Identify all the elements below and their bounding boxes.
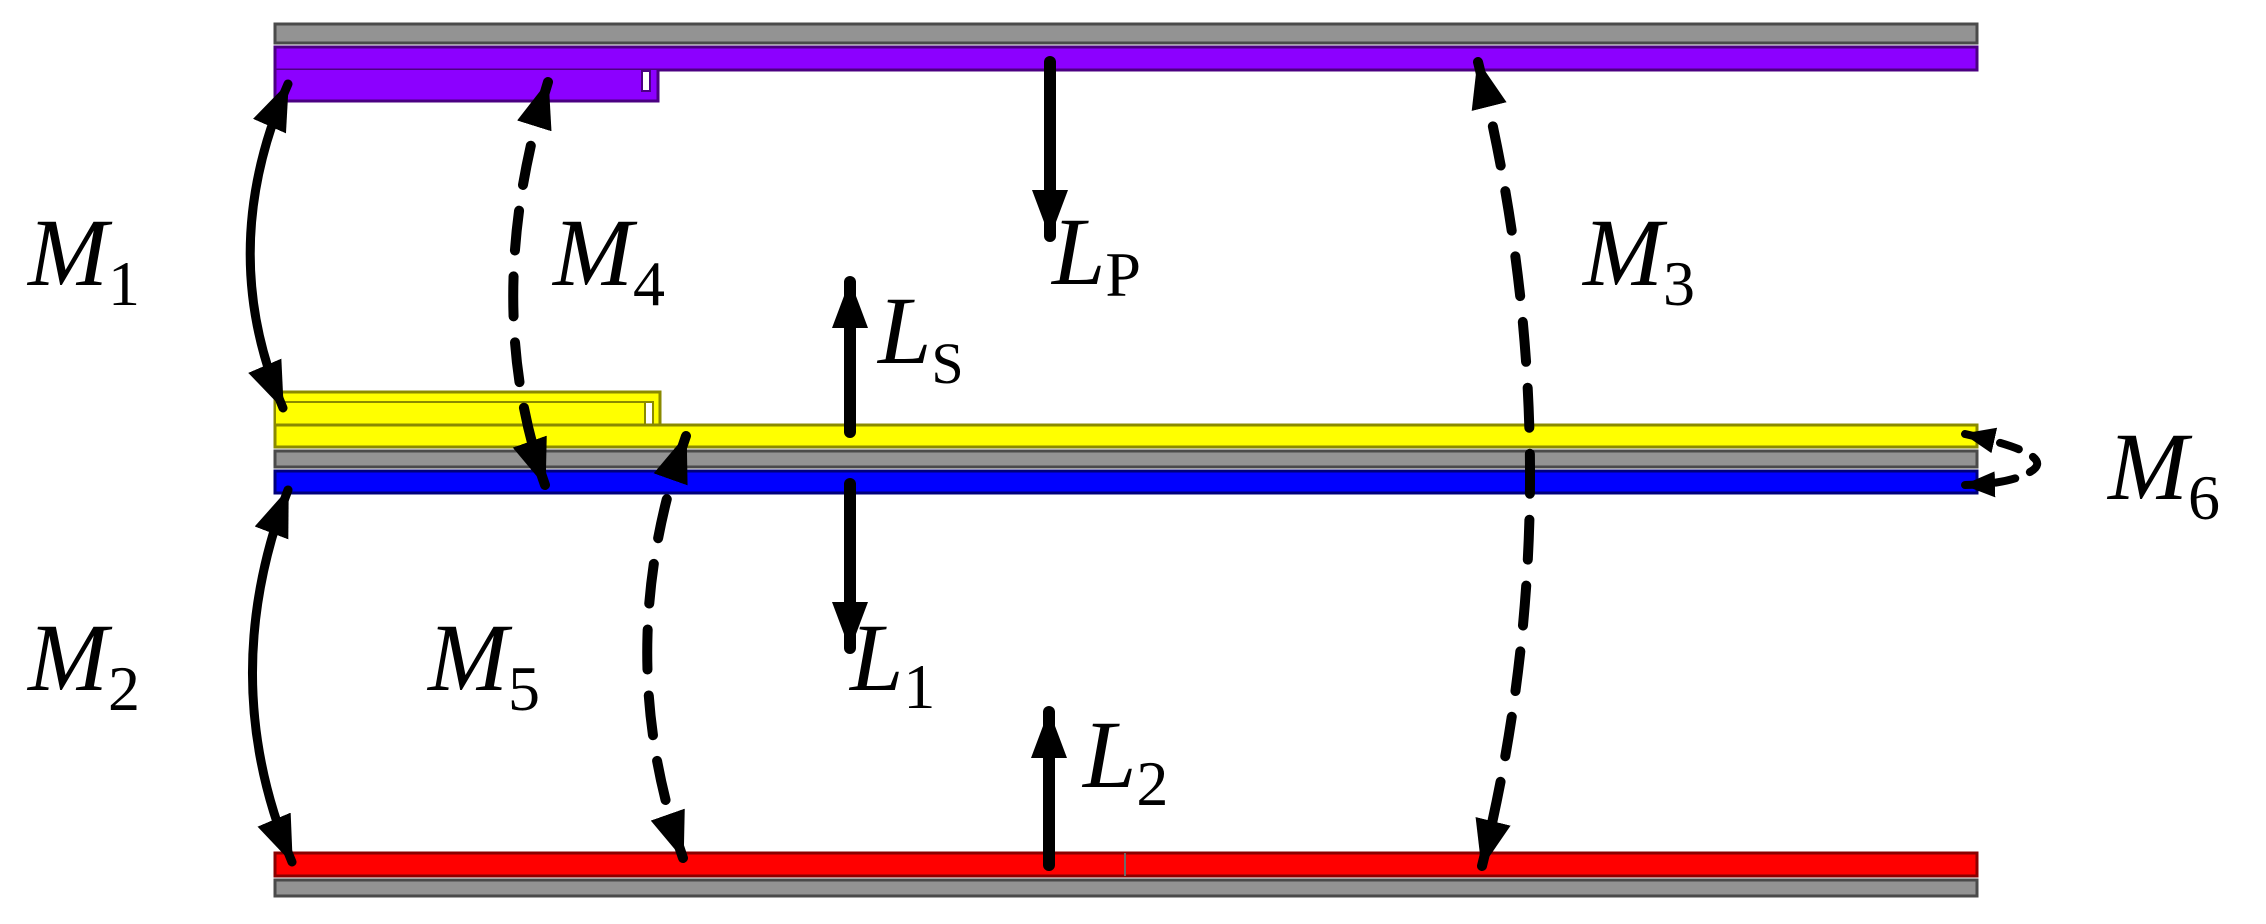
label-lp: LP (1050, 198, 1141, 310)
label-m2: M2 (26, 604, 140, 724)
layer1-layer (273, 469, 1979, 495)
m5-arc-icon (642, 431, 691, 863)
m3-arc-icon (1471, 57, 1536, 871)
label-l1: L1 (848, 604, 935, 722)
m2-arc-icon (248, 485, 297, 867)
secondary-winding-layer (273, 390, 1979, 449)
label-ls: LS (876, 277, 964, 396)
label-m1: M1 (26, 199, 140, 319)
label-m6: M6 (2106, 413, 2220, 533)
shield-middle-layer (273, 449, 1979, 469)
label-l2: L2 (1081, 701, 1168, 819)
layer2-layer (273, 851, 1979, 878)
m6-arc-icon (1961, 427, 2042, 498)
primary-winding-layer (273, 45, 1979, 103)
label-m5: M5 (426, 604, 540, 724)
label-m4: M4 (551, 199, 665, 319)
m4-arc-icon (508, 77, 553, 490)
shield-top-layer (273, 22, 1979, 45)
m1-arc-icon (245, 79, 293, 413)
shield-bottom-layer (273, 878, 1979, 898)
primary-notch (641, 70, 651, 92)
secondary-notch (644, 401, 654, 426)
label-m3: M3 (1581, 199, 1695, 319)
